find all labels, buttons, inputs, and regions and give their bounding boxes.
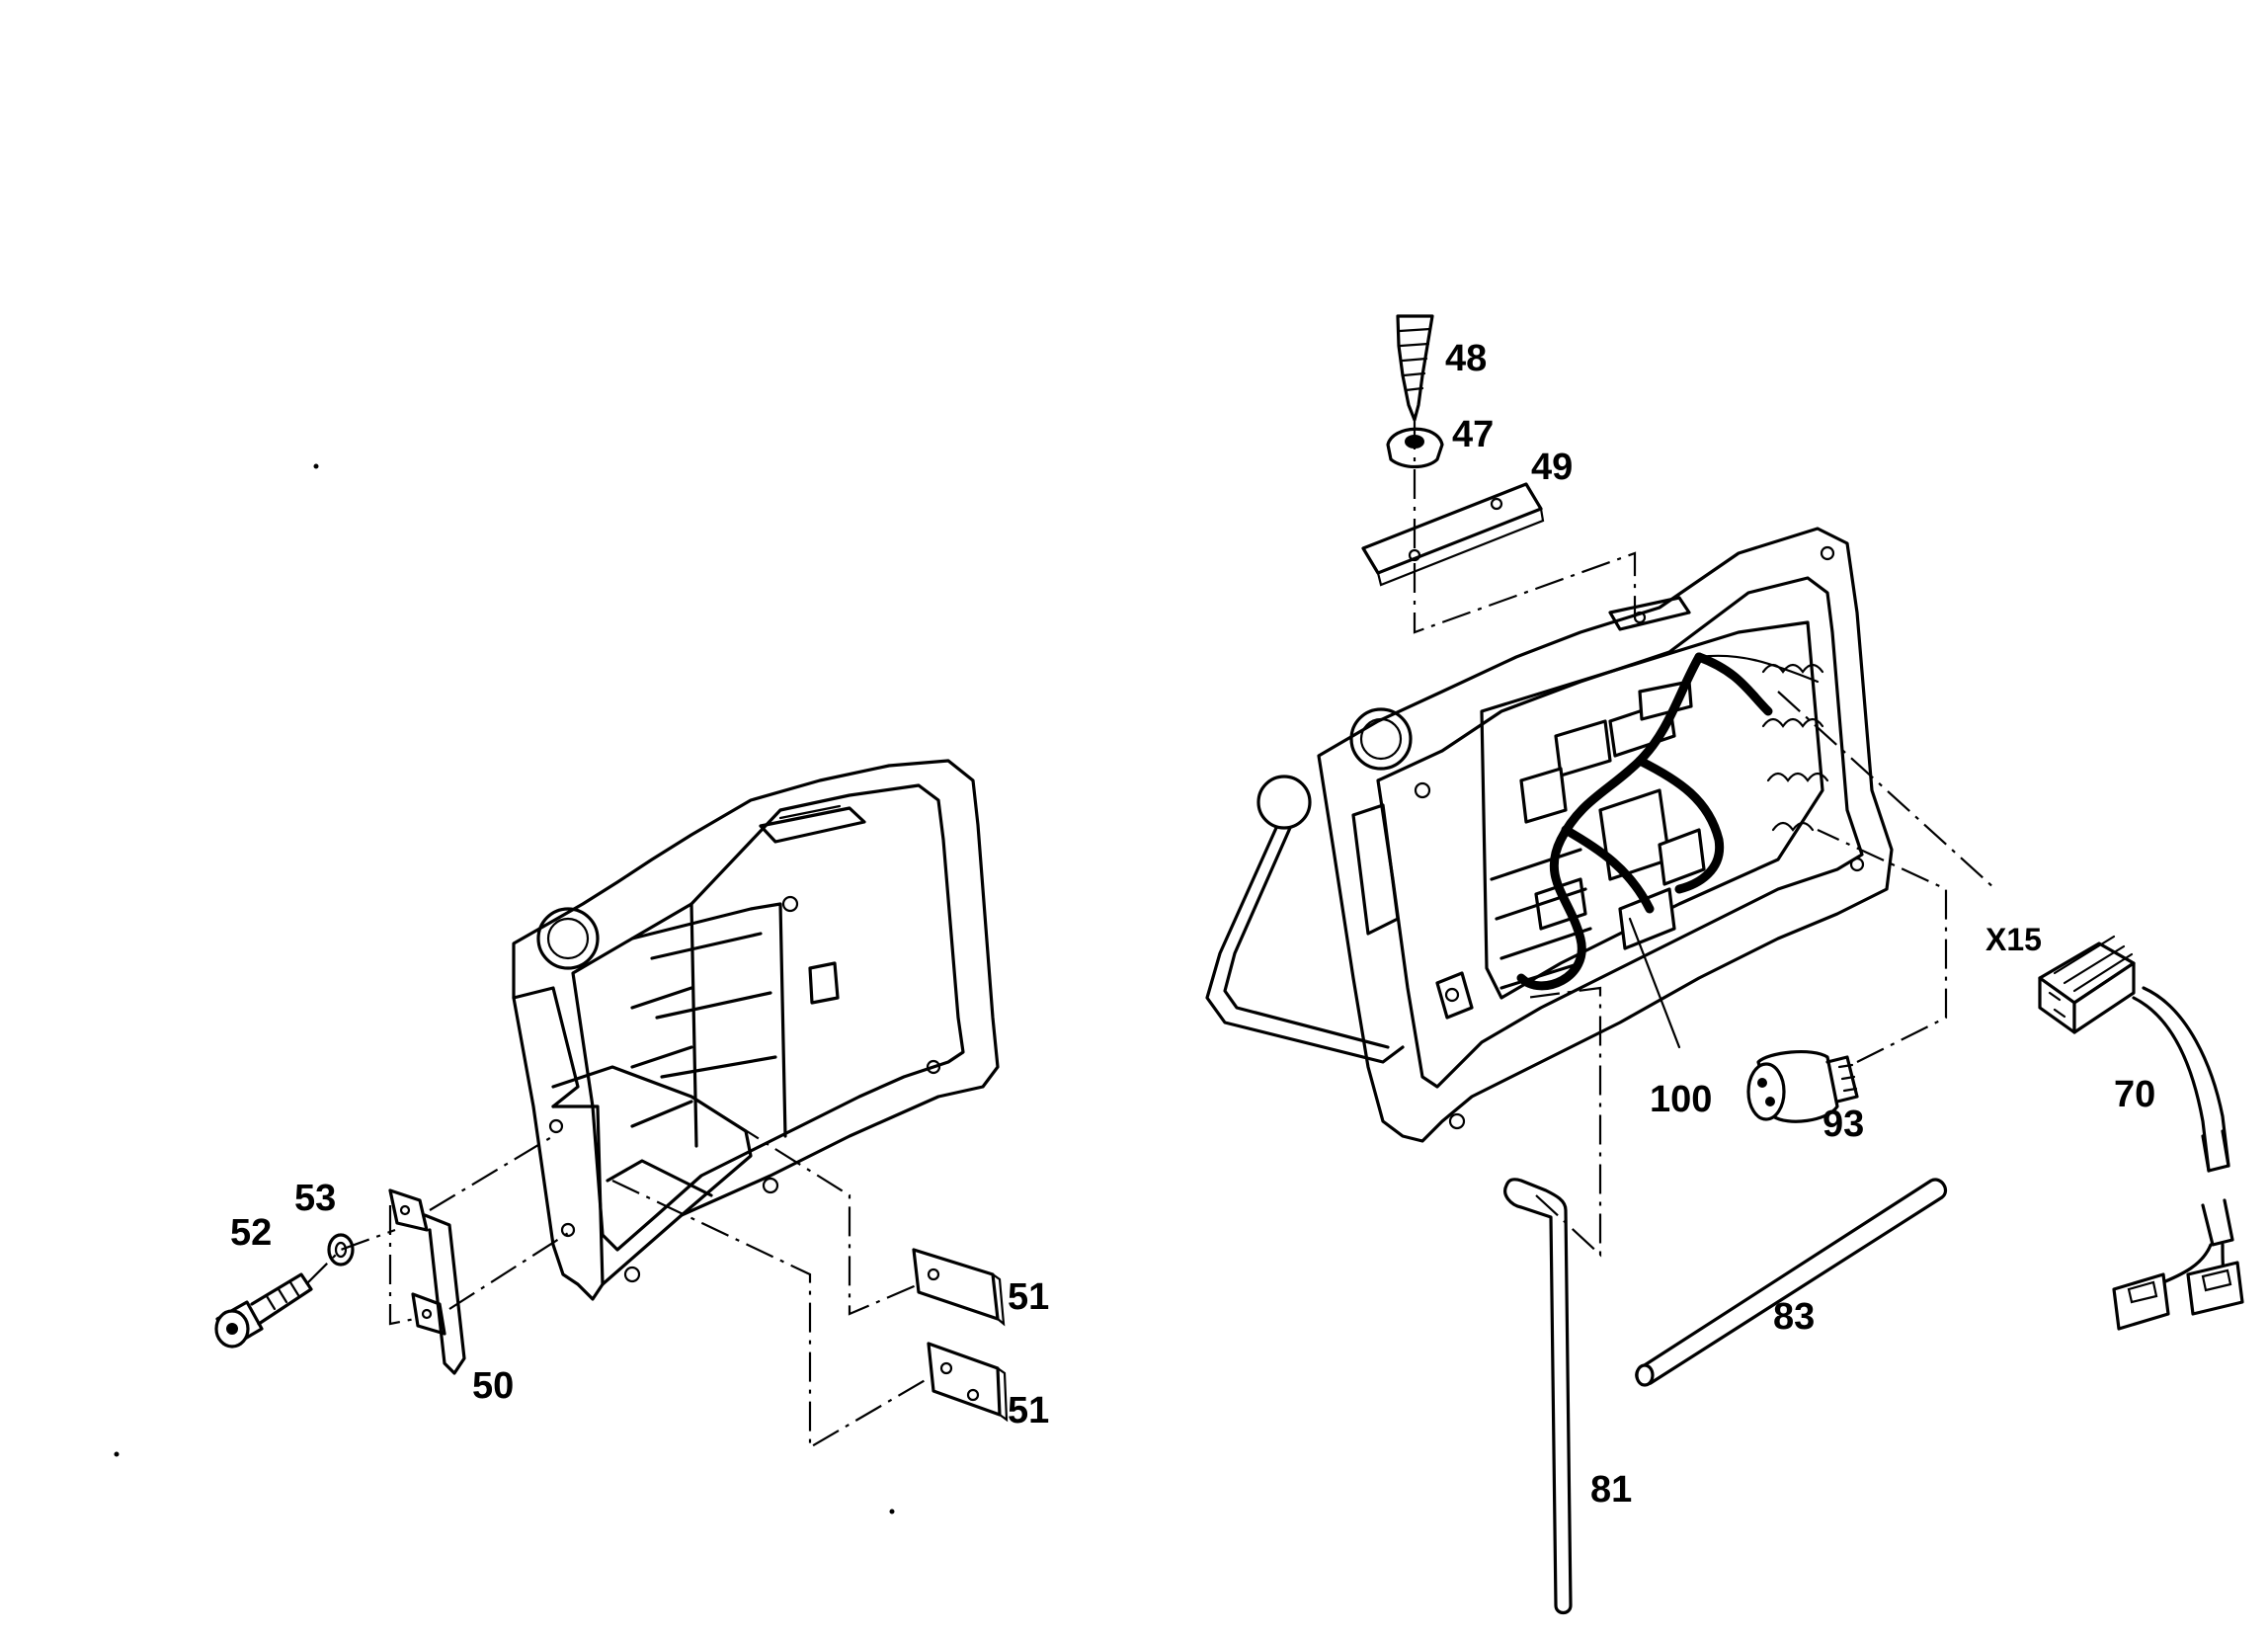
leader-bracket-upper [429,1135,554,1211]
rod-83 [1635,1178,1948,1387]
screw-52 [214,1272,313,1349]
leader-plate-upper [690,1096,920,1316]
left-housing [512,759,1000,1301]
label-53: 53 [294,1178,336,1219]
leader-49-housing [1413,551,1637,634]
plate-51-lower [927,1342,1009,1423]
wrench-81 [1503,1178,1573,1615]
leader-100 [1628,917,1681,1049]
label-83: 83 [1773,1296,1815,1338]
label-48: 48 [1445,338,1487,379]
leader-x15 [1777,691,1996,890]
washer-53 [327,1233,355,1267]
right-housing [1317,527,1894,1143]
leader-81 [1525,986,1602,1258]
label-70: 70 [2114,1074,2155,1115]
leader-52-53 [305,1228,396,1285]
label-52: 52 [230,1212,272,1254]
plug-93 [1746,1050,1859,1123]
connector-x15 [2038,935,2136,1034]
bracket-50 [388,1188,466,1375]
plate-51-upper [912,1248,1006,1327]
label-47: 47 [1452,414,1494,455]
plate-49 [1361,482,1545,587]
label-49: 49 [1531,447,1573,488]
cable-70 [2112,986,2244,1331]
label-93: 93 [1822,1104,1864,1145]
handle-with-ball [1205,775,1405,1064]
label-51-upper: 51 [1008,1276,1049,1318]
leader-93 [1817,829,1948,1063]
screw-48 [1396,314,1434,422]
leader-plate-lower [611,1180,930,1449]
leader-bracket-lower [448,1229,574,1310]
label-51-lower: 51 [1008,1390,1049,1432]
label-100: 100 [1650,1079,1712,1120]
label-50: 50 [472,1365,514,1407]
label-x15: X15 [1985,922,2042,957]
label-81: 81 [1590,1469,1632,1511]
leader-bracket-box [388,1205,416,1326]
